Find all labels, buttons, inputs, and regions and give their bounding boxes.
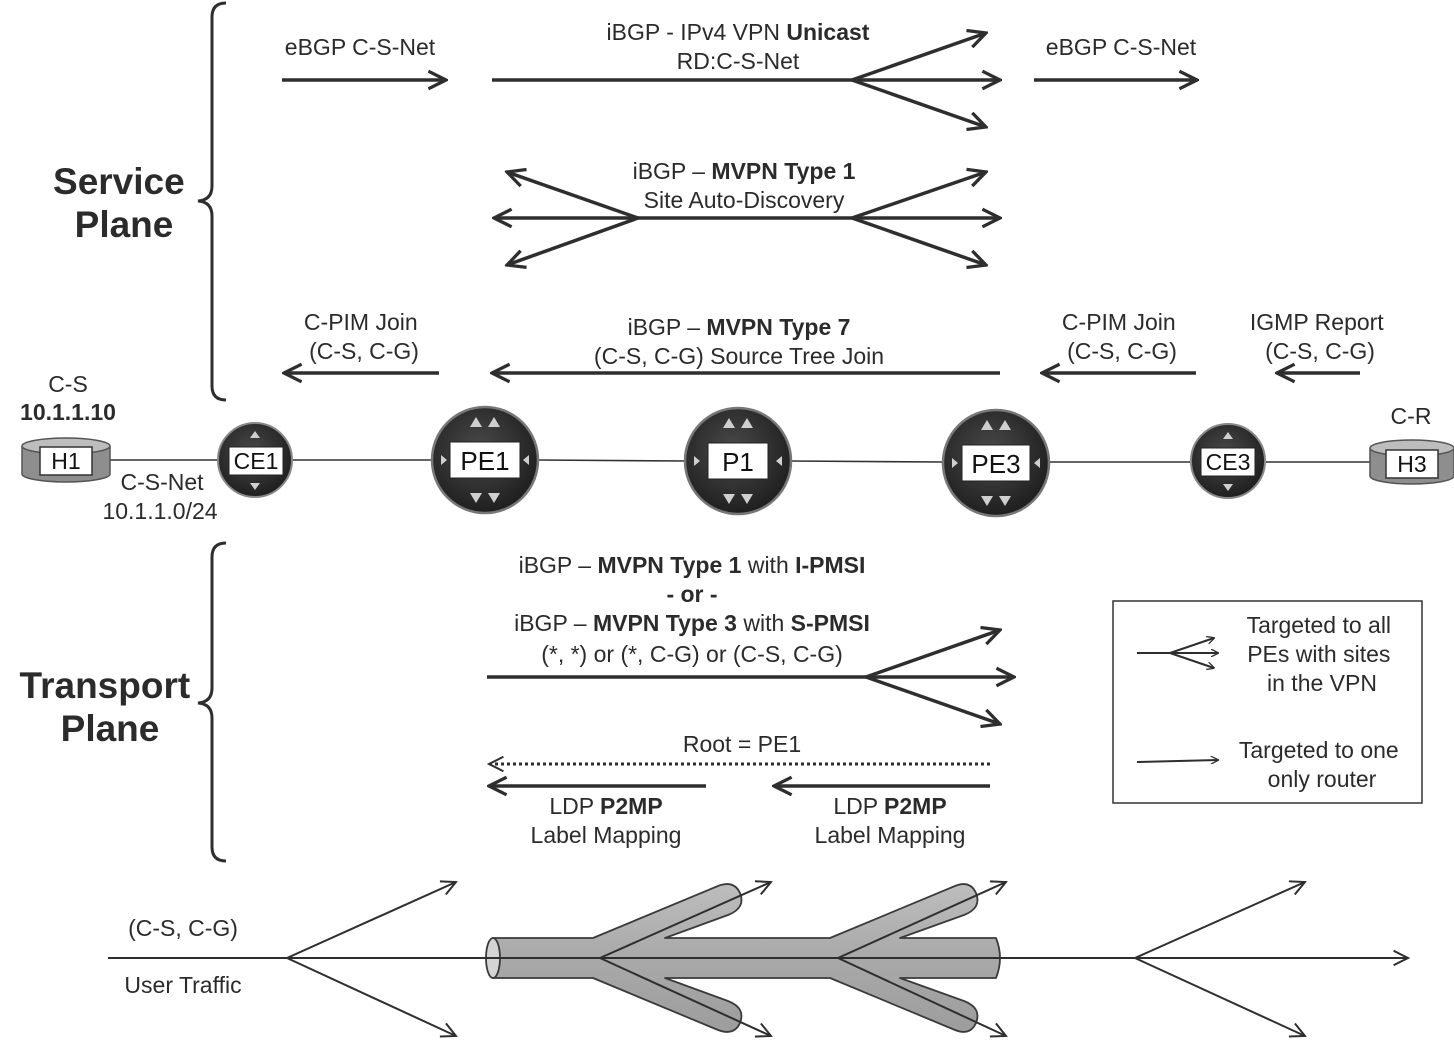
vpn-unicast-branch-down bbox=[851, 78, 986, 127]
service-plane-title: Service Plane bbox=[53, 161, 195, 245]
net-label: C-S-Net bbox=[120, 469, 204, 495]
ebgp-right-label: eBGP C-S-Net bbox=[1046, 34, 1197, 60]
router-p1: P1 bbox=[683, 406, 793, 516]
ldp-right-label: LDP P2MP bbox=[833, 793, 946, 819]
ebgp-left-label: eBGP C-S-Net bbox=[285, 34, 436, 60]
mvpn1-right-up bbox=[851, 172, 986, 220]
mvpn7-label: iBGP – MVPN Type 7 bbox=[628, 314, 851, 340]
traffic-fan2-up bbox=[599, 882, 771, 959]
net-address: 10.1.1.0/24 bbox=[102, 498, 217, 524]
host-h1: H1 bbox=[21, 437, 111, 483]
traffic-flow-label: (C-S, C-G) bbox=[128, 915, 238, 941]
host-h3: H3 bbox=[1369, 439, 1454, 485]
traffic-fan1-up bbox=[286, 882, 456, 959]
transport-line3: iBGP – MVPN Type 3 with S-PMSI bbox=[514, 610, 870, 636]
router-ce1: CE1 bbox=[217, 422, 293, 498]
transport-or: - or - bbox=[666, 581, 717, 607]
traffic-label: User Traffic bbox=[124, 972, 241, 998]
transport-line4: (*, *) or (*, C-G) or (C-S, C-G) bbox=[541, 641, 843, 667]
pmsi-branch-down bbox=[865, 675, 1000, 724]
legend-single-arrow-icon bbox=[1136, 760, 1218, 762]
svg-text:PE1: PE1 bbox=[460, 446, 509, 476]
transport-plane-brace bbox=[197, 541, 227, 863]
legend-multi-label: Targeted to all PEs with sites in the VP… bbox=[1247, 612, 1398, 696]
mvpn1-left-up bbox=[507, 172, 639, 220]
traffic-fan1-down bbox=[286, 957, 456, 1036]
svg-text:H3: H3 bbox=[1397, 451, 1426, 477]
mvpn1-label: iBGP – MVPN Type 1 bbox=[633, 158, 856, 184]
mvpn7-sub: (C-S, C-G) Source Tree Join bbox=[594, 343, 884, 369]
vpn-unicast-branch-up bbox=[851, 33, 986, 82]
legend-box bbox=[1112, 600, 1423, 804]
ldp-left-sub: Label Mapping bbox=[531, 822, 682, 848]
vpn-unicast-rd: RD:C-S-Net bbox=[677, 48, 800, 74]
link-p1-pe3 bbox=[789, 460, 944, 463]
svg-text:H1: H1 bbox=[51, 448, 80, 474]
cr-label: C-R bbox=[1391, 403, 1432, 429]
legend-multi-arrow-icon bbox=[1137, 638, 1218, 668]
link-pe1-p1 bbox=[537, 459, 687, 462]
cpim-left-label: C-PIM Join (C-S, C-G) bbox=[304, 309, 424, 364]
traffic-fan3-down bbox=[837, 957, 1006, 1036]
legend-single-label: Targeted to one only router bbox=[1239, 737, 1405, 792]
svg-text:CE1: CE1 bbox=[234, 448, 279, 474]
mvpn1-sub: Site Auto-Discovery bbox=[644, 187, 845, 213]
router-pe3: PE3 bbox=[941, 408, 1051, 518]
mvpn1-left-down bbox=[507, 216, 639, 265]
traffic-fan4-up bbox=[1134, 882, 1305, 959]
ldp-left-label: LDP P2MP bbox=[549, 793, 662, 819]
cpim-right-label: C-PIM Join (C-S, C-G) bbox=[1062, 309, 1182, 364]
transport-line1: iBGP – MVPN Type 1 with I-PMSI bbox=[519, 552, 866, 578]
router-ce3: CE3 bbox=[1190, 423, 1266, 499]
transport-plane-title: Transport Plane bbox=[20, 665, 201, 749]
igmp-label: IGMP Report (C-S, C-G) bbox=[1250, 309, 1390, 364]
traffic-fan4-down bbox=[1134, 957, 1305, 1036]
pmsi-branch-up bbox=[865, 630, 1000, 679]
cs-address: 10.1.1.10 bbox=[20, 399, 116, 425]
ldp-right-sub: Label Mapping bbox=[815, 822, 966, 848]
traffic-fan3-up bbox=[837, 882, 1006, 959]
traffic-fan2-down bbox=[599, 957, 771, 1036]
root-label: Root = PE1 bbox=[683, 731, 801, 757]
vpn-unicast-label: iBGP - IPv4 VPN Unicast bbox=[607, 19, 870, 45]
svg-text:CE3: CE3 bbox=[1206, 449, 1251, 475]
mvpn1-right-down bbox=[851, 216, 986, 265]
router-pe1: PE1 bbox=[430, 405, 540, 515]
svg-text:P1: P1 bbox=[722, 447, 754, 477]
service-plane-brace bbox=[197, 1, 227, 402]
svg-text:PE3: PE3 bbox=[971, 449, 1020, 479]
cs-label: C-S bbox=[48, 371, 88, 397]
